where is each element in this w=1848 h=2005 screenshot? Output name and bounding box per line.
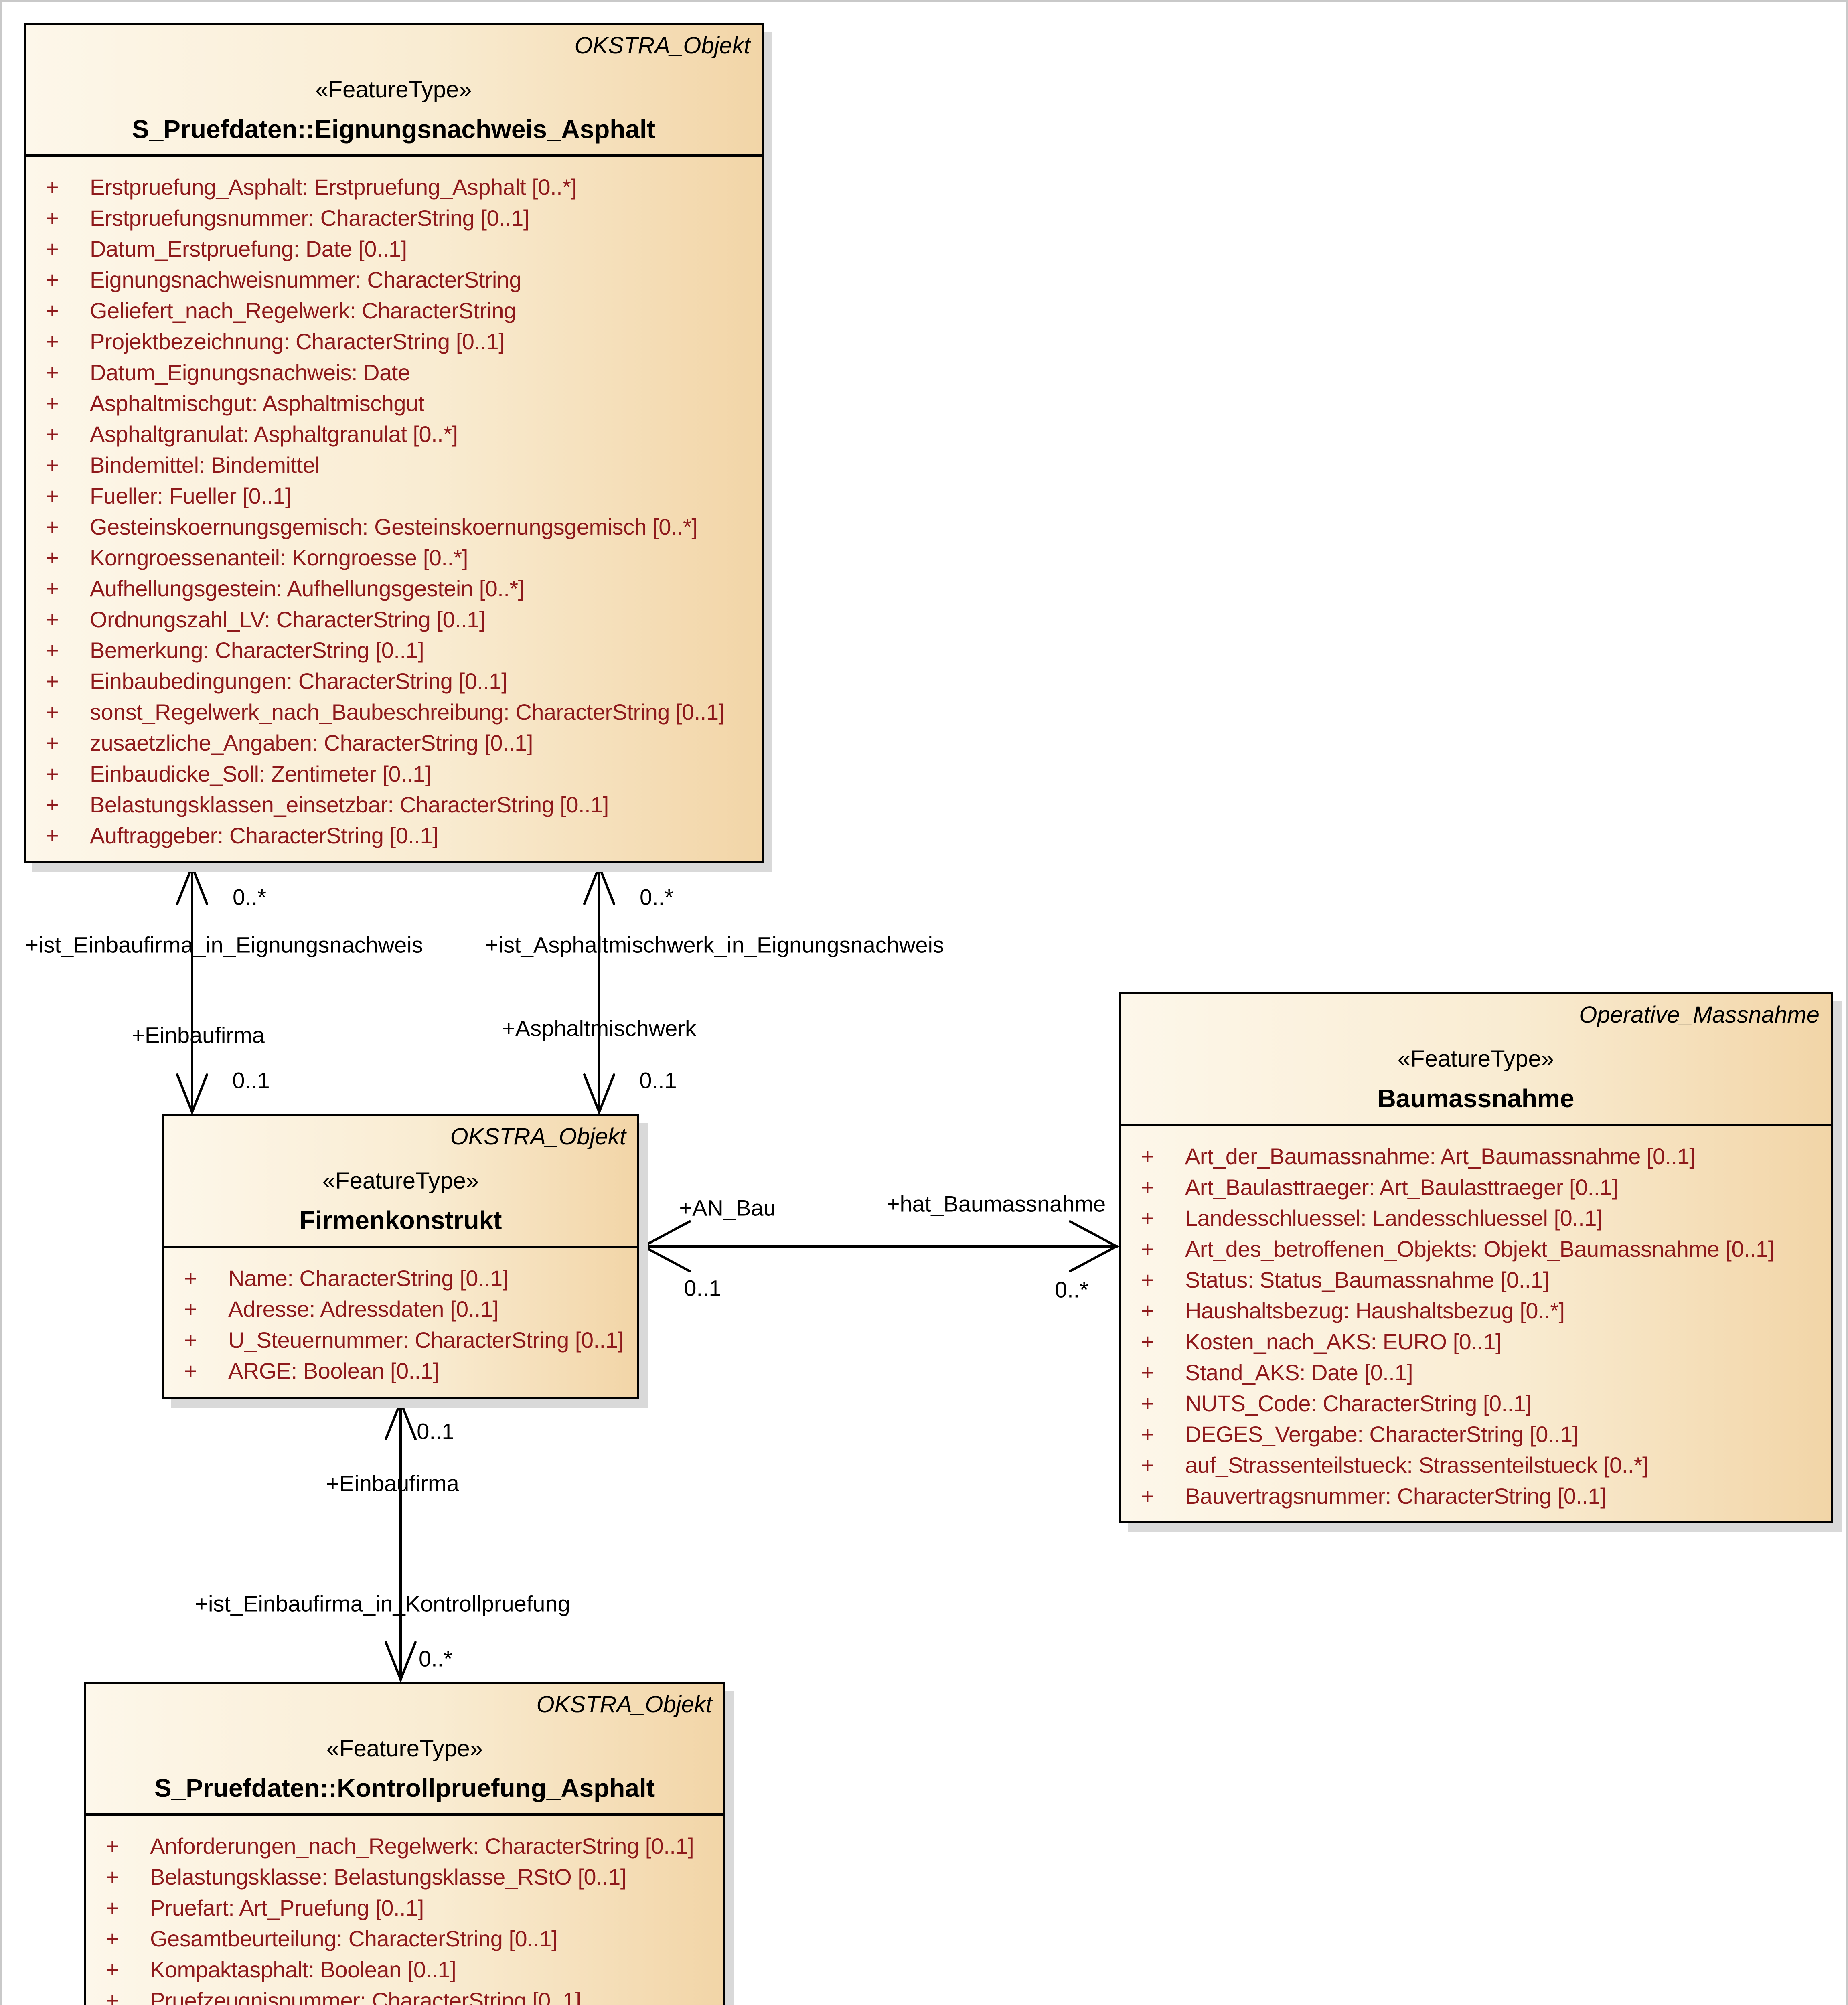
class-name: Firmenkonstrukt [299,1206,502,1235]
attribute-row: +Art_des_betroffenen_Objekts: Objekt_Bau… [1141,1236,1774,1262]
class-header: OKSTRA_Objekt «FeatureType» S_Pruefdaten… [86,1684,723,1816]
attribute-row: +auf_Strassenteilstueck: Strassenteilstu… [1141,1452,1649,1478]
multiplicity-label: 0..* [1054,1277,1089,1302]
attribute-row: +Projektbezeichnung: CharacterString [0.… [46,329,505,354]
association-name-label: +ist_Asphaltmischwerk_in_Eignungsnachwei… [485,932,944,958]
attribute-row: +Anforderungen_nach_Regelwerk: Character… [106,1833,694,1859]
multiplicity-label: 0..1 [684,1275,721,1301]
attribute-row: +Fueller: Fueller [0..1] [46,483,292,508]
attribute-list: +Art_der_Baumassnahme: Art_Baumassnahme … [1121,1126,1831,1521]
attribute-row: +ARGE: Boolean [0..1] [184,1358,439,1383]
attribute-row: +Erstpruefung_Asphalt: Erstpruefung_Asph… [46,174,577,200]
attribute-row: +Pruefart: Art_Pruefung [0..1] [106,1895,424,1920]
multiplicity-label: 0..* [418,1646,453,1671]
association-role-label: +Einbaufirma [132,1022,265,1048]
attribute-row: +U_Steuernummer: CharacterString [0..1] [184,1327,624,1353]
attribute-row: +sonst_Regelwerk_nach_Baubeschreibung: C… [46,699,725,725]
class-header: OKSTRA_Objekt «FeatureType» Firmenkonstr… [164,1116,637,1248]
attribute-row: +Belastungsklassen_einsetzbar: Character… [46,792,609,817]
attribute-row: +Einbaudicke_Soll: Zentimeter [0..1] [46,761,431,786]
class-header: OKSTRA_Objekt «FeatureType» S_Pruefdaten… [26,25,762,157]
attribute-row: +NUTS_Code: CharacterString [0..1] [1141,1391,1532,1416]
class-tag: OKSTRA_Objekt [450,1124,626,1150]
multiplicity-label: 0..1 [417,1418,454,1444]
association-role-label: +Asphaltmischwerk [502,1015,696,1041]
multiplicity-label: 0..1 [639,1067,677,1093]
attribute-row: +Landesschluessel: Landesschluessel [0..… [1141,1205,1603,1231]
attribute-row: +Asphaltmischgut: Asphaltmischgut [46,391,424,416]
class-tag: Operative_Massnahme [1579,1002,1820,1028]
attribute-list: +Name: CharacterString [0..1] +Adresse: A… [164,1248,637,1397]
association-name-label: +hat_Baumassnahme [886,1191,1106,1217]
attribute-row: +Bauvertragsnummer: CharacterString [0..… [1141,1483,1607,1509]
association-role-label: +AN_Bau [679,1195,776,1221]
attribute-row: +DEGES_Vergabe: CharacterString [0..1] [1141,1422,1578,1447]
attribute-row: +Art_Baulasttraeger: Art_Baulasttraeger … [1141,1175,1618,1200]
attribute-row: +Bemerkung: CharacterString [0..1] [46,638,424,663]
attribute-row: +Korngroessenanteil: Korngroesse [0..*] [46,545,468,570]
class-tag: OKSTRA_Objekt [574,32,750,59]
attribute-row: +Eignungsnachweisnummer: CharacterString [46,267,522,292]
attribute-row: +Ordnungszahl_LV: CharacterString [0..1] [46,607,485,632]
multiplicity-label: 0..* [232,884,267,910]
class-tag: OKSTRA_Objekt [536,1691,712,1717]
attribute-row: +Bindemittel: Bindemittel [46,452,320,478]
class-header: Operative_Massnahme «FeatureType» Baumas… [1121,994,1831,1126]
attribute-row: +Stand_AKS: Date [0..1] [1141,1360,1413,1385]
class-name: S_Pruefdaten::Kontrollpruefung_Asphalt [154,1774,655,1802]
class-stereotype: «FeatureType» [315,77,472,103]
class-name: S_Pruefdaten::Eignungsnachweis_Asphalt [132,115,656,144]
class-eignungsnachweis-asphalt[interactable]: OKSTRA_Objekt «FeatureType» S_Pruefdaten… [24,23,764,863]
class-stereotype: «FeatureType» [326,1736,483,1762]
attribute-row: +Art_der_Baumassnahme: Art_Baumassnahme … [1141,1144,1696,1169]
attribute-row: +Erstpruefungsnummer: CharacterString [0… [46,205,529,231]
attribute-row: +Name: CharacterString [0..1] [184,1266,509,1291]
attribute-list: +Erstpruefung_Asphalt: Erstpruefung_Asph… [26,157,762,861]
multiplicity-label: 0..* [639,884,674,910]
class-baumassnahme[interactable]: Operative_Massnahme «FeatureType» Baumas… [1119,992,1833,1523]
attribute-row: +Datum_Eignungsnachweis: Date [46,360,410,385]
attribute-row: +Datum_Erstpruefung: Date [0..1] [46,236,407,261]
attribute-list: +Anforderungen_nach_Regelwerk: Character… [86,1816,723,2005]
attribute-row: +Kompaktasphalt: Boolean [0..1] [106,1957,456,1982]
attribute-row: +Gesamtbeurteilung: CharacterString [0..… [106,1926,558,1951]
attribute-row: +Belastungsklasse: Belastungsklasse_RStO… [106,1864,626,1890]
attribute-row: +Kosten_nach_AKS: EURO [0..1] [1141,1329,1502,1354]
multiplicity-label: 0..1 [232,1067,270,1093]
attribute-row: +Asphaltgranulat: Asphaltgranulat [0..*] [46,421,458,447]
association-name-label: +ist_Einbaufirma_in_Kontrollpruefung [195,1591,570,1616]
class-name: Baumassnahme [1377,1084,1574,1113]
association-role-label: +Einbaufirma [326,1470,459,1496]
attribute-row: +Pruefzeugnisnummer: CharacterString [0.… [106,1988,581,2005]
class-stereotype: «FeatureType» [322,1168,479,1194]
attribute-row: +Aufhellungsgestein: Aufhellungsgestein … [46,576,524,601]
attribute-row: +Adresse: Adressdaten [0..1] [184,1296,499,1322]
attribute-row: +Geliefert_nach_Regelwerk: CharacterStri… [46,298,516,323]
attribute-row: +Haushaltsbezug: Haushaltsbezug [0..*] [1141,1298,1565,1323]
attribute-row: +Status: Status_Baumassnahme [0..1] [1141,1267,1549,1292]
attribute-row: +Auftraggeber: CharacterString [0..1] [46,823,439,848]
class-stereotype: «FeatureType» [1397,1046,1554,1072]
class-firmenkonstrukt[interactable]: OKSTRA_Objekt «FeatureType» Firmenkonstr… [162,1114,639,1399]
association-name-label: +ist_Einbaufirma_in_Eignungsnachweis [25,932,423,958]
attribute-row: +Gesteinskoernungsgemisch: Gesteinskoern… [46,514,698,539]
attribute-row: +Einbaubedingungen: CharacterString [0..… [46,668,508,694]
class-kontrollpruefung-asphalt[interactable]: OKSTRA_Objekt «FeatureType» S_Pruefdaten… [84,1682,725,2005]
attribute-row: +zusaetzliche_Angaben: CharacterString [… [46,730,533,755]
